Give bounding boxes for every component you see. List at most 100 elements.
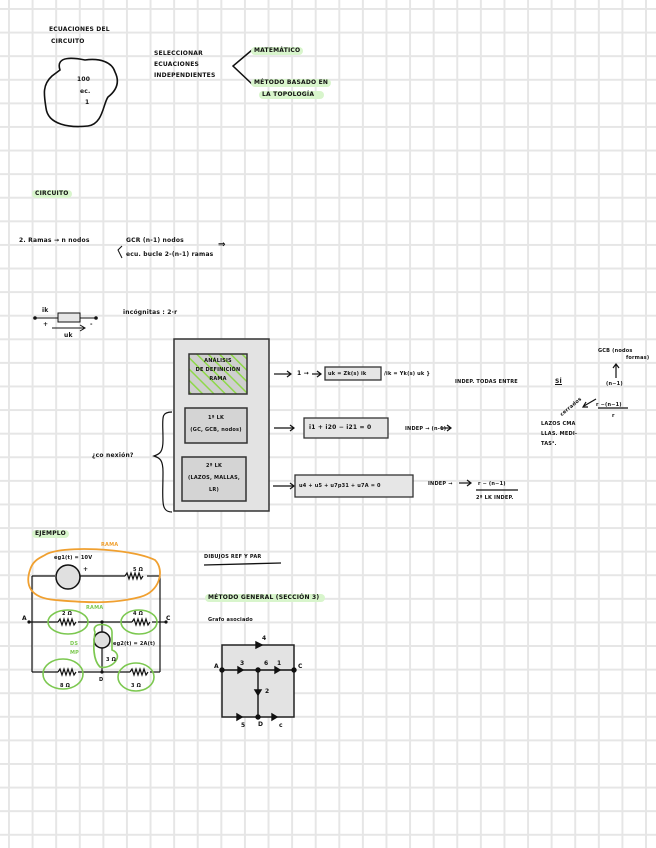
blob-line1: 100: [77, 76, 91, 83]
row1-eq-box: [324, 366, 382, 381]
row2-eq-box: [303, 417, 389, 439]
source1-label: eg1(t) = 10V: [54, 555, 93, 561]
orange-branch-label: RAMA: [101, 542, 119, 548]
select-line1: SELECCIONAR: [154, 50, 203, 57]
resistor-right-bottom-label: 3 Ω: [131, 683, 142, 689]
graph-label: Grafo asociado: [208, 617, 253, 623]
circuit-heading: CIRCUITO: [32, 190, 72, 198]
row1-prefix: 1 →: [297, 370, 309, 377]
side-note-line1: LAZOS CMA: [541, 421, 576, 427]
block2-line2: (GC, GCB, nodos): [190, 427, 242, 433]
element-voltage-label: uk: [64, 332, 73, 339]
block1-hatched: [188, 353, 248, 395]
branch-topology-line2: LA TOPOLOGÍA: [259, 91, 325, 99]
row1-note: INDEP. TODAS ENTRE: [455, 379, 518, 385]
branch-mathematical: MATEMÁTICO: [251, 47, 304, 55]
graph-edges: [219, 640, 297, 722]
graph-edge-3: 3: [240, 660, 245, 667]
heading-underline: [203, 562, 282, 566]
graph-edge-c: c: [279, 722, 283, 729]
row3-fraction-top: r − (n−1): [478, 481, 506, 487]
row2-equation: i1 + i20 − i21 = 0: [309, 424, 372, 431]
row1-equation: uk = Zk(s) ik: [328, 371, 367, 377]
side-top-line1: GCB (nodos: [598, 348, 633, 354]
example-circuit: [28, 571, 166, 677]
row3-equation: u4 + u5 + u7p31 + u7A = 0: [299, 483, 381, 489]
block2-box: [184, 407, 248, 444]
source2-label: eg2(t) = 2A(t): [113, 641, 156, 647]
branch-topology-line1: MÉTODO BASADO EN: [251, 79, 332, 87]
side-note-line3: TAS².: [541, 441, 557, 447]
row3-note: INDEP →: [428, 481, 453, 487]
element-minus: -: [90, 321, 93, 328]
element-plus: +: [43, 321, 49, 328]
row3-eq-box: [294, 474, 414, 498]
side-mid: (n−1): [606, 381, 623, 387]
row1-alt-equation: /ik = Yk(s) uk }: [384, 371, 431, 377]
block3-line2: (LAZOS, MALLAS,: [187, 475, 241, 481]
graph-node-a: A: [214, 663, 219, 670]
side-top-line2: formas): [626, 355, 650, 361]
block1-text: ANÁLISIS DE DEFINICIÓN RAMA: [189, 357, 247, 384]
graph-edge-1: 1: [277, 660, 282, 667]
rule-bottom: ecu. bucle 2-(n-1) ramas: [126, 251, 214, 258]
select-line2: ECUACIONES: [154, 61, 200, 68]
circuit-nodes: [27, 620, 168, 674]
row2-note: INDEP → (n-1): [405, 426, 447, 432]
green-side-label-1: DS: [70, 641, 79, 647]
row1-mark: SÍ: [555, 378, 562, 385]
block2-text: 1ª LK (GC, GCB, nodos): [185, 412, 247, 436]
node-a-label: A: [22, 615, 27, 622]
block3-line3: LR): [209, 487, 219, 493]
blob-line2: ec.: [80, 88, 91, 95]
block2-line1: 1ª LK: [207, 415, 225, 421]
intro-title-line1: ECUACIONES DEL: [49, 26, 110, 33]
resistor-left-top-label: 2 Ω: [62, 611, 73, 617]
method-arrows: [273, 363, 628, 491]
rule-bracket: [117, 245, 123, 259]
source2-circle: [93, 631, 111, 649]
element-current-label: ik: [42, 307, 49, 314]
block3-line1: 2ª LK: [205, 463, 223, 469]
orange-branch-highlight: [27, 548, 161, 604]
node-d-label: D: [99, 677, 104, 683]
graph-edge-5: 5: [241, 722, 246, 729]
curly-brace: [152, 411, 173, 513]
connection-question: ¿co nexión?: [92, 452, 134, 459]
side-note-line2: LLAS. MEDI-: [541, 431, 578, 437]
graph-node-c: C: [298, 663, 303, 670]
example-heading: EJEMPLO: [32, 530, 69, 538]
resistor-left-bottom-label: 8 Ω: [60, 683, 71, 689]
graph-edge-6: 6: [264, 660, 269, 667]
general-method-heading: MÉTODO GENERAL (SECCIÓN 3): [205, 594, 326, 602]
resistor-right-top-label: 4 Ω: [133, 611, 144, 617]
branch-element-drawing: [33, 312, 98, 332]
green-side-label-2: MP: [70, 650, 80, 656]
rule-prefix: 2. Ramas → n nodos: [19, 237, 90, 244]
block3-text: 2ª LK (LAZOS, MALLAS, LR): [182, 460, 246, 496]
graph-edge-2: 2: [265, 688, 270, 695]
equations-blob: [43, 57, 119, 128]
rule-end-arrow: ⇒: [218, 240, 226, 250]
source1-plus: +: [83, 566, 89, 573]
side-fraction-bottom: r: [612, 413, 615, 419]
block1-line2: DE DEFINICIÓN: [195, 367, 241, 373]
branch-lines: [231, 49, 253, 85]
graph-edge-4: 4: [262, 635, 267, 642]
intro-title-line2: CIRCUITO: [51, 38, 85, 45]
unknowns-count: incógnitas : 2·r: [123, 309, 178, 316]
blob-line3: 1: [85, 99, 90, 106]
block1-line3: RAMA: [209, 376, 227, 382]
node-c-label: C: [166, 615, 171, 622]
source1-circle: [55, 564, 81, 590]
rule-top: GCR (n-1) nodos: [126, 237, 184, 244]
green-branch-highlights: [42, 609, 158, 692]
side-fraction-top: r −(n−1): [596, 402, 622, 408]
graph-node-d: D: [258, 721, 264, 728]
resistor-mid-label: 3 Ω: [106, 657, 117, 663]
green-branch-label: RAMA: [86, 605, 104, 611]
drawings-heading: DIBUJOS REF Y PAR: [204, 554, 262, 560]
select-line3: INDEPENDIENTES: [154, 72, 216, 79]
resistor-top-label: 5 Ω: [133, 567, 144, 573]
